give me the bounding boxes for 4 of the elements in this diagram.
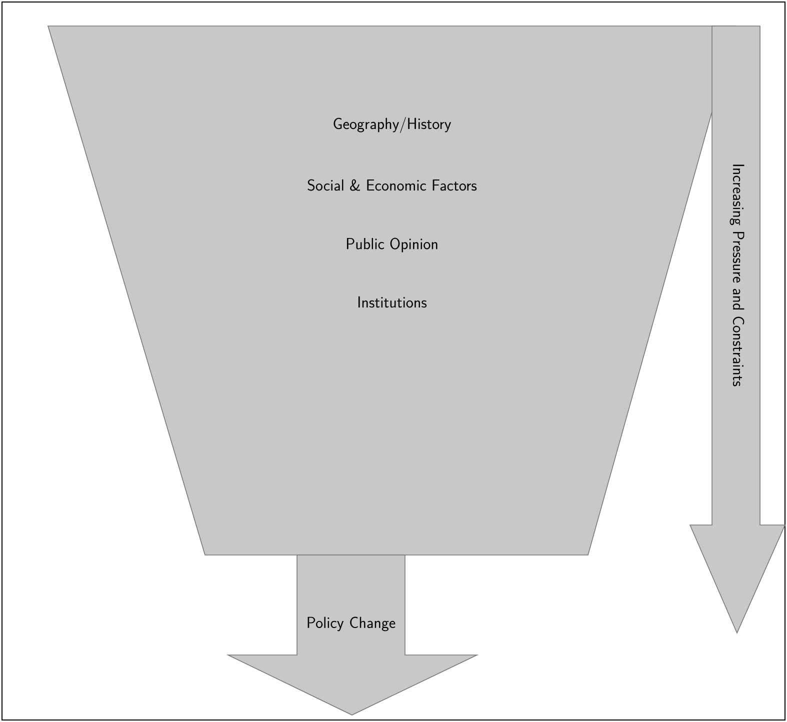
factor-label: Institutions xyxy=(358,296,427,308)
factor-label: Social & Economic Factors xyxy=(308,179,477,191)
factor-label: Public Opinion xyxy=(346,238,438,252)
factor-label: Geography/History xyxy=(334,117,452,133)
